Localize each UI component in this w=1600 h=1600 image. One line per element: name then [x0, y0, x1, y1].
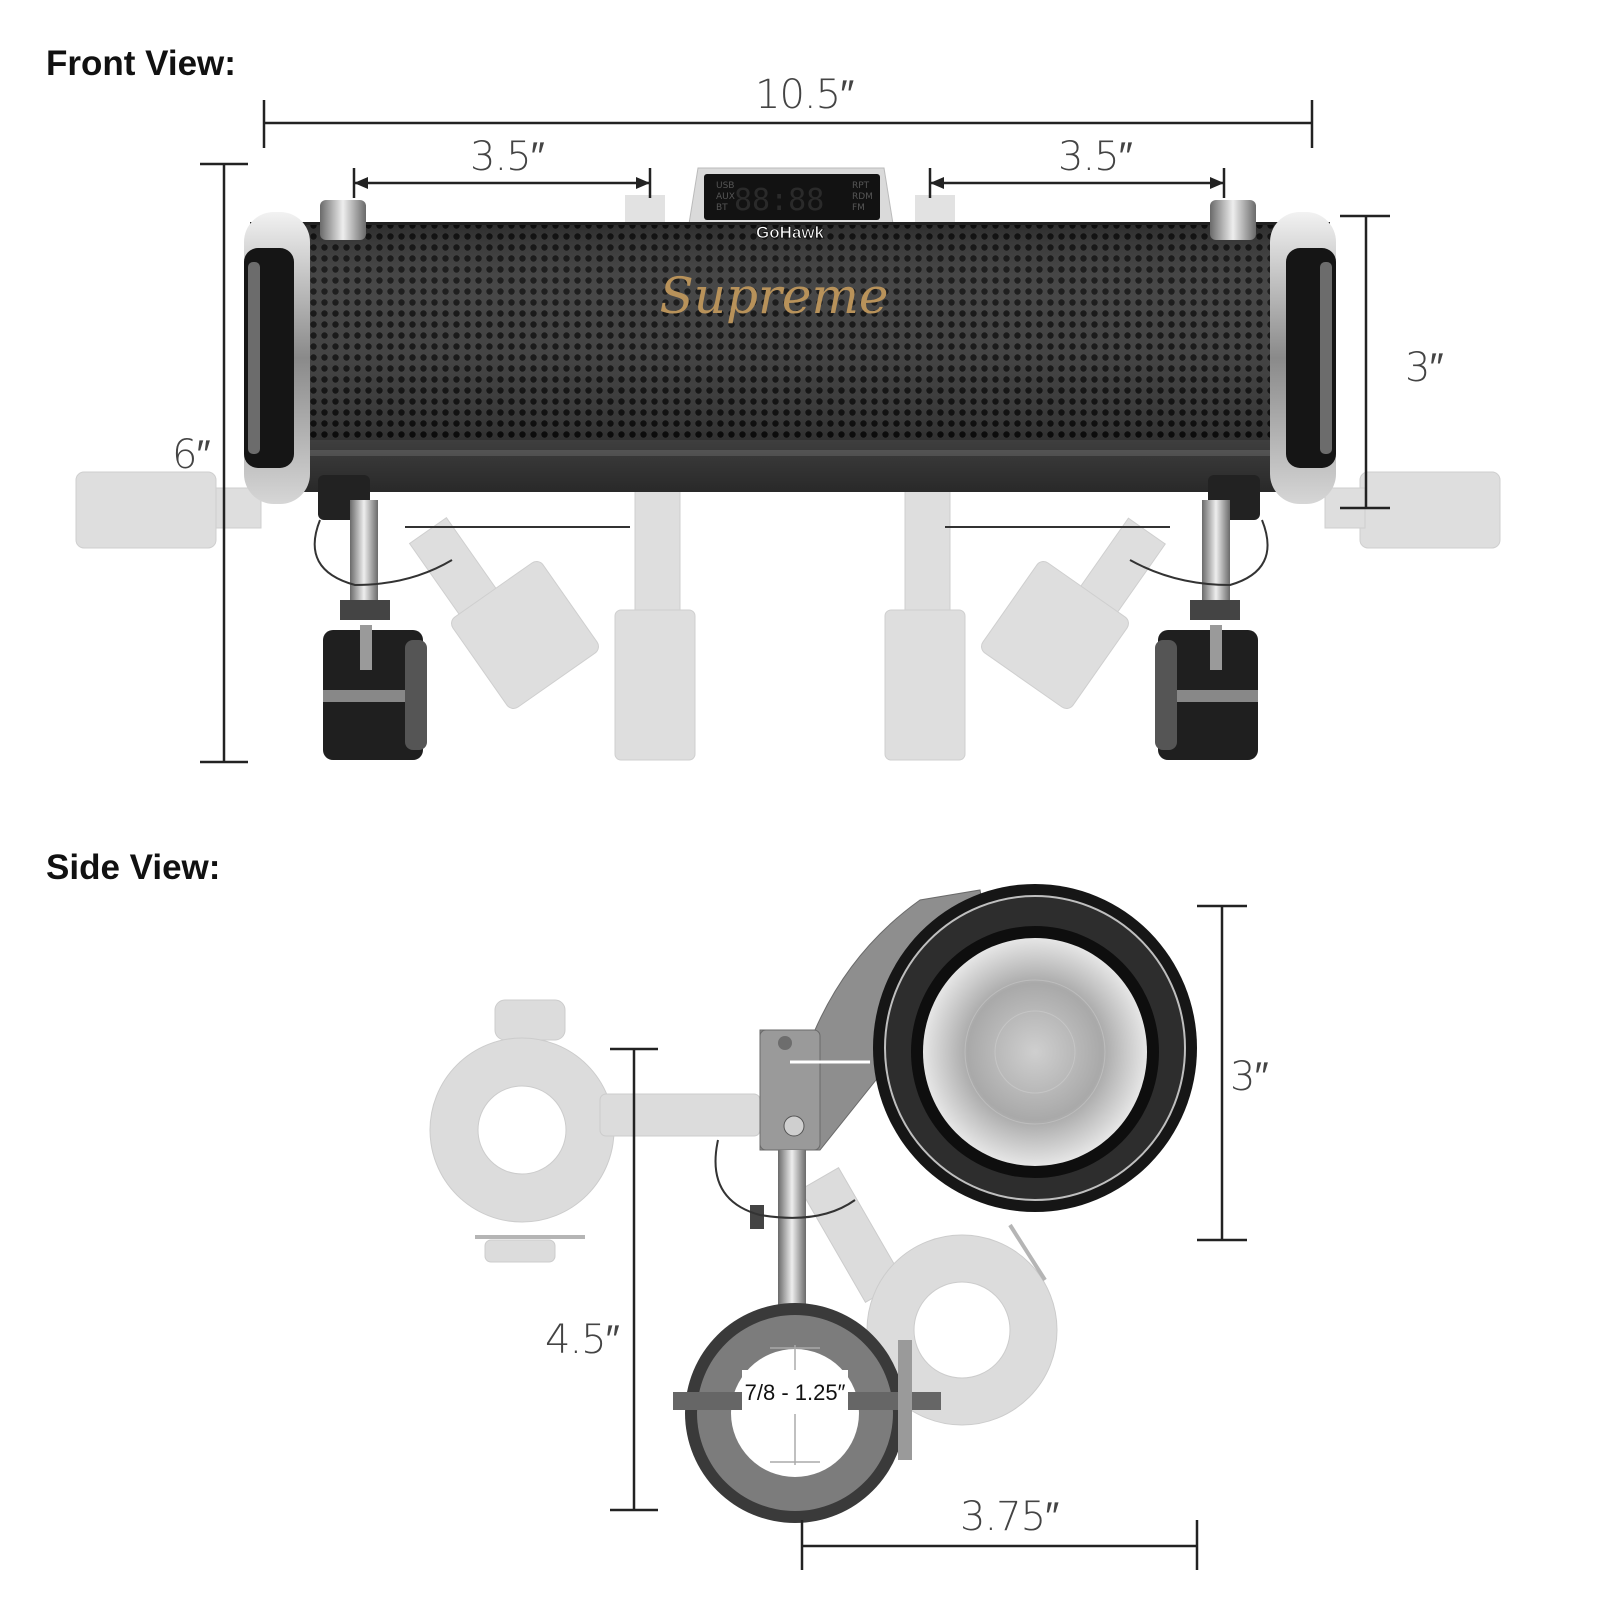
ghost-mount-left-angled [408, 516, 599, 709]
display-digits: 88:88 [734, 183, 824, 218]
speaker-side-disc [873, 884, 1197, 1212]
ghost-mount-center-right [884, 489, 966, 761]
side-mount-height: 4.5″ [545, 1317, 620, 1363]
front-height-total: 6″ [172, 432, 211, 478]
rotation-arrows-front [313, 519, 1269, 587]
band-clamp [1210, 200, 1256, 240]
front-spacing-left: 3.5″ [470, 134, 545, 180]
display-mode-label: RPT [852, 181, 870, 191]
display-mode-label: USB [716, 181, 734, 191]
left-end-cap [244, 212, 310, 504]
side-dimension-lines [610, 904, 1247, 1570]
speaker-body [250, 222, 1330, 492]
side-speaker-diameter: 3″ [1230, 1054, 1269, 1100]
band-clamp [320, 200, 366, 240]
rotation-arrows-side [714, 1139, 856, 1219]
model-script: Supreme [660, 267, 889, 325]
ghost-clamp-right [799, 1167, 1058, 1426]
mount-right [1155, 500, 1258, 760]
display-mode-label: RDM [852, 192, 873, 202]
mount-left [323, 500, 427, 760]
ghost-mount-right-horizontal [1324, 471, 1501, 549]
display-mode-label: AUX [716, 192, 735, 202]
ghost-mount-right-angled [981, 517, 1166, 709]
clamp-range-label: 7/8 - 1.25″ [745, 1380, 846, 1405]
brand-logo: GoHawk [756, 223, 825, 242]
ghost-clamp-left [429, 999, 761, 1263]
display-mode-label: BT [716, 203, 728, 213]
side-mount-depth: 3.75″ [960, 1494, 1059, 1540]
front-tube-diameter: 3″ [1405, 345, 1444, 391]
ghost-mount-center-left [614, 489, 696, 761]
ghost-mount-left-horizontal [75, 471, 262, 549]
side-view-title: Side View: [46, 848, 221, 887]
front-width-total: 10.5″ [755, 72, 854, 118]
right-end-cap [1270, 212, 1336, 504]
side-real-clamp: 7/8 - 1.25″ [673, 1303, 941, 1523]
front-spacing-right: 3.5″ [1058, 134, 1133, 180]
side-mount-post [750, 1150, 806, 1315]
front-dimension-lines [200, 100, 1390, 764]
front-arrowheads [354, 177, 1224, 189]
display-mode-label: FM [852, 203, 865, 213]
front-view-title: Front View: [46, 44, 236, 83]
